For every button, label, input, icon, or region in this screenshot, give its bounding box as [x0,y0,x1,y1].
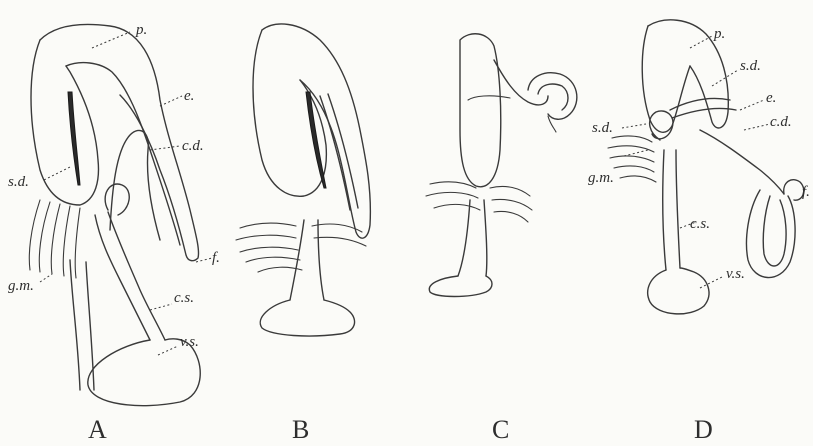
panel-a-leader-vs [158,346,178,355]
panel-a-flagellum-loop [105,184,129,215]
panel-a-caption: A [88,415,107,444]
panel-b-penis-outline [262,24,370,238]
panel-a-duct-2 [108,212,165,340]
panel-a-label-vs: v.s. [180,334,199,350]
panel-d-label-cd: c.d. [770,114,792,130]
panel-a-label-f: f. [212,250,220,266]
panel-a-leader-f [196,258,212,262]
panel-a-leader-cd [150,146,180,150]
panel-d-label-e: e. [766,90,776,106]
panel-c-penis [460,34,501,187]
panel-d-leader-gm [624,150,648,156]
panel-d-flagellum-loop [747,190,796,278]
panel-b-drawing [236,24,370,336]
panel-a-label-e: e. [184,88,194,104]
panel-b-caption: B [292,415,309,444]
panel-d-flagellum-tip [784,180,804,201]
panel-a-leader-gm [40,274,52,282]
panel-d-label-gm: g.m. [588,170,614,186]
panel-a-vagina [70,260,94,390]
panel-d-label-sd-upper: s.d. [740,58,761,74]
panel-a-label-p: p. [135,22,147,38]
panel-d-label-sd-left: s.d. [592,120,613,136]
panel-d-mucous-glands [608,136,656,182]
panel-a-label-gm: g.m. [8,278,34,294]
panel-a-penis-inner [66,63,180,245]
panel-b-vagina [290,220,324,300]
panel-a-leader-e [160,96,182,106]
panel-d-label-p: p. [713,26,725,42]
panel-c-epiphallus [494,60,548,105]
panel-c-flagellum-inner [538,84,568,110]
panel-a-penis-left [31,40,98,205]
panel-d-leader-e [740,100,764,110]
panel-a-mucous-glands [29,200,80,278]
panel-d-leader-sd-left [622,124,646,128]
panel-d-vagina [663,150,680,270]
panel-a-label-sd: s.d. [8,174,29,190]
panel-d-label-vs: v.s. [726,266,745,282]
panel-a-epiphallus [110,130,160,240]
panel-d-penis-left [642,26,690,132]
panel-d-caption: D [694,415,713,444]
panel-a-leader-sd [44,166,72,180]
panel-c-mucous-glands [426,182,532,222]
panel-c-duct [468,96,556,132]
panel-d-epiphallus [700,130,784,194]
panel-b-spermatheca [260,300,354,336]
panel-d-spermatheca [648,268,709,314]
panel-d-label-cs: c.s. [690,216,710,232]
panel-d-drawing [608,20,804,314]
panel-d-leader-cd [744,124,770,130]
panel-c-drawing [426,34,577,297]
panel-a-label-cs: c.s. [174,290,194,306]
panel-a-leader-cs [150,304,172,310]
panel-b-penis-left [253,30,326,196]
panel-d-label-f: f. [802,184,810,200]
panel-a-label-cd: c.d. [182,138,204,154]
panel-c-caption: C [492,415,509,444]
panel-c-vagina [458,200,487,276]
panel-a-stylet [68,92,80,185]
panel-a-duct [95,215,150,340]
panel-a-leader-p [92,32,130,48]
panel-c-flagellum [528,73,577,119]
panel-b-mucous-glands [236,223,366,272]
panel-c-spermatheca [429,276,492,297]
